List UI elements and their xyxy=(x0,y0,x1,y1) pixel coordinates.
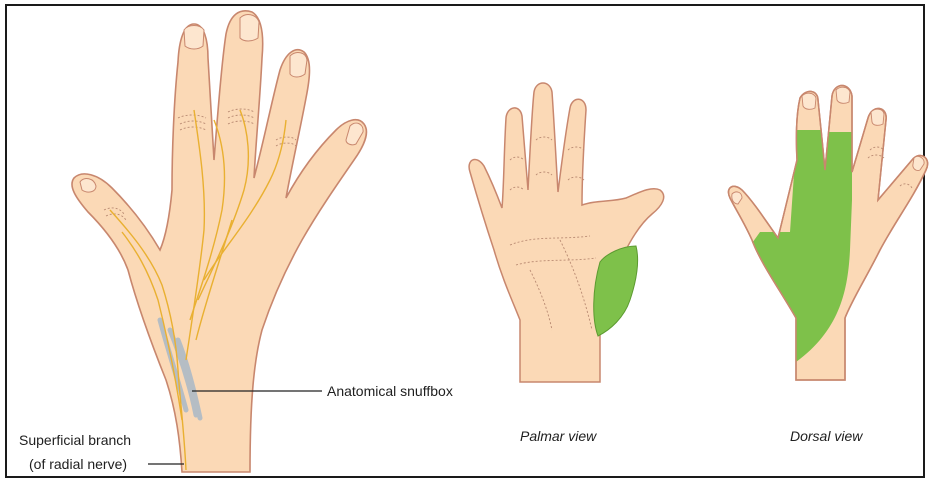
label-anatomical-snuffbox: Anatomical snuffbox xyxy=(327,383,453,399)
caption-dorsal-view: Dorsal view xyxy=(790,428,862,444)
large-hand-outline xyxy=(72,11,366,472)
dorsal-index-nail xyxy=(802,93,816,109)
caption-palmar-view: Palmar view xyxy=(520,428,596,444)
label-of-radial-nerve: (of radial nerve) xyxy=(29,456,127,472)
label-superficial-branch: Superficial branch xyxy=(19,432,131,448)
dorsal-hand xyxy=(728,86,927,381)
palmar-hand-outline xyxy=(469,83,664,382)
dorsal-ring-nail xyxy=(871,109,884,125)
large-hand-dorsal xyxy=(72,11,366,472)
dorsal-middle-nail xyxy=(836,87,850,103)
palmar-hand xyxy=(469,83,664,382)
middle-nail-large xyxy=(240,15,259,41)
ring-nail-large xyxy=(290,53,307,77)
index-nail-large xyxy=(184,26,204,50)
